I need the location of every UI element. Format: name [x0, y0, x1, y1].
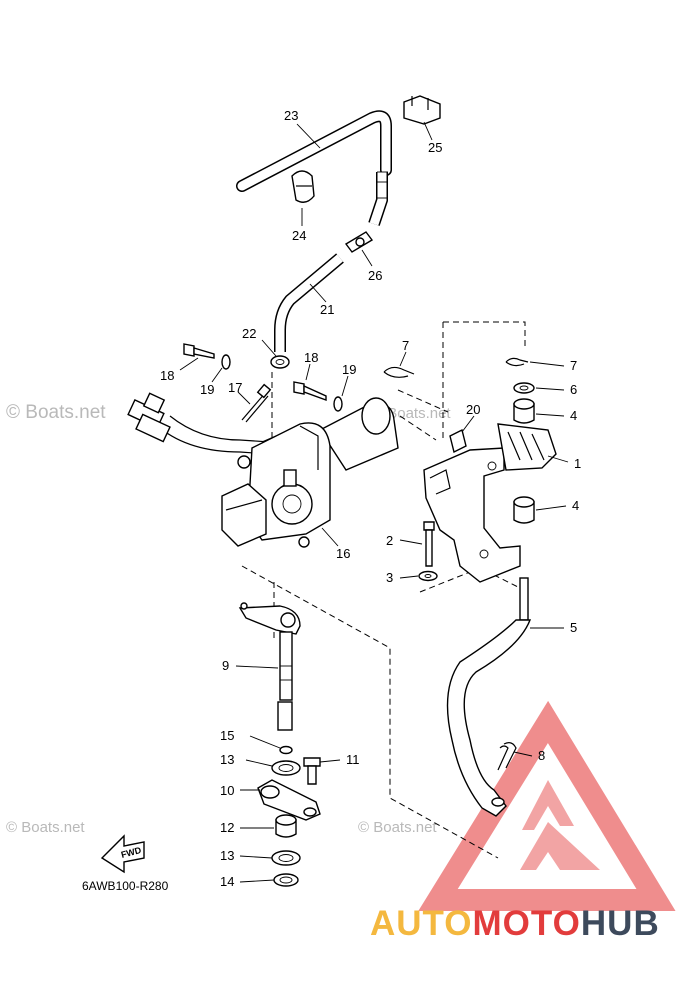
callout-19-left: 19: [200, 382, 214, 397]
bolt-11: [303, 757, 321, 785]
callout-1: 1: [574, 456, 581, 471]
bolt-18-right: [293, 381, 327, 401]
callout-22: 22: [242, 326, 256, 341]
bushing-12: [275, 814, 297, 838]
callout-24: 24: [292, 228, 306, 243]
shaft-9: [238, 602, 301, 731]
callout-7-right: 7: [570, 358, 577, 373]
washer-3: [418, 570, 438, 582]
callout-20: 20: [466, 402, 480, 417]
brand-part-hub: HUB: [580, 904, 660, 943]
callout-10: 10: [220, 783, 234, 798]
callout-13-upper: 13: [220, 752, 234, 767]
o-ring-15: [279, 745, 293, 755]
callout-7-upper: 7: [402, 338, 409, 353]
leader-lines: [179, 121, 569, 883]
diagram-code: 6AWB100-R280: [82, 879, 169, 893]
brand-part-auto: AUTO: [370, 904, 473, 943]
bushing-4-upper: [513, 398, 535, 424]
clamp-24: [291, 170, 315, 203]
callout-6: 6: [570, 382, 577, 397]
callout-11: 11: [346, 752, 360, 767]
callout-19-right: 19: [342, 362, 356, 377]
callout-8: 8: [538, 748, 545, 763]
cotter-pin-7-right: [505, 357, 529, 367]
joint-26: [344, 231, 374, 253]
washer-19-right: [333, 396, 343, 412]
callout-21: 21: [320, 302, 334, 317]
wire-harness: [127, 392, 271, 455]
cotter-pin-7-upper: [383, 366, 415, 378]
callout-23: 23: [284, 108, 298, 123]
cable-tie-17: [241, 383, 272, 423]
callout-4-upper: 4: [570, 408, 577, 423]
callout-18-left: 18: [160, 368, 174, 383]
callout-2: 2: [386, 533, 393, 548]
callout-9: 9: [222, 658, 229, 673]
watermark-bottom-mid: © Boats.net: [358, 819, 437, 836]
callout-labels: 23 24 25 26 21 22 18 19 17 18 19 7 7 6 4…: [160, 108, 581, 889]
holder-25: [403, 95, 441, 125]
washer-13-upper: [271, 760, 301, 776]
callout-5: 5: [570, 620, 577, 635]
washer-6: [513, 382, 535, 394]
clip-22: [270, 355, 290, 369]
callout-17: 17: [228, 380, 242, 395]
fwd-arrow: FWD: [100, 834, 145, 874]
actuator-16: [221, 397, 399, 548]
clip-14: [273, 873, 299, 887]
callout-15: 15: [220, 728, 234, 743]
callout-26: 26: [368, 268, 382, 283]
washer-13-lower: [271, 850, 301, 866]
arm-10: [257, 779, 321, 821]
watermark-bottom-left: © Boats.net: [6, 819, 85, 836]
brand-part-moto: MOTO: [472, 904, 581, 943]
callout-4-lower: 4: [572, 498, 579, 513]
hose-21: [274, 253, 344, 352]
brand-wordmark: AUTOMOTOHUB: [370, 904, 660, 944]
callout-25: 25: [428, 140, 442, 155]
collar-20: [449, 428, 467, 454]
bracket-1: [423, 423, 557, 583]
bolt-2: [423, 521, 435, 567]
hose-23: [236, 110, 392, 226]
callout-18-right: 18: [304, 350, 318, 365]
callout-14: 14: [220, 874, 234, 889]
callout-16: 16: [336, 546, 350, 561]
pin-8: [497, 742, 517, 771]
watermark-main: © Boats.net: [6, 402, 106, 423]
callout-3: 3: [386, 570, 393, 585]
washer-19-left: [221, 354, 231, 370]
bolt-18-left: [183, 343, 215, 359]
callout-13-lower: 13: [220, 848, 234, 863]
bushing-4-lower: [513, 496, 535, 524]
callout-12: 12: [220, 820, 234, 835]
lever-5: [446, 577, 532, 817]
watermarks: © Boats.net © Boats.net © Boats.net © Bo…: [6, 402, 451, 836]
